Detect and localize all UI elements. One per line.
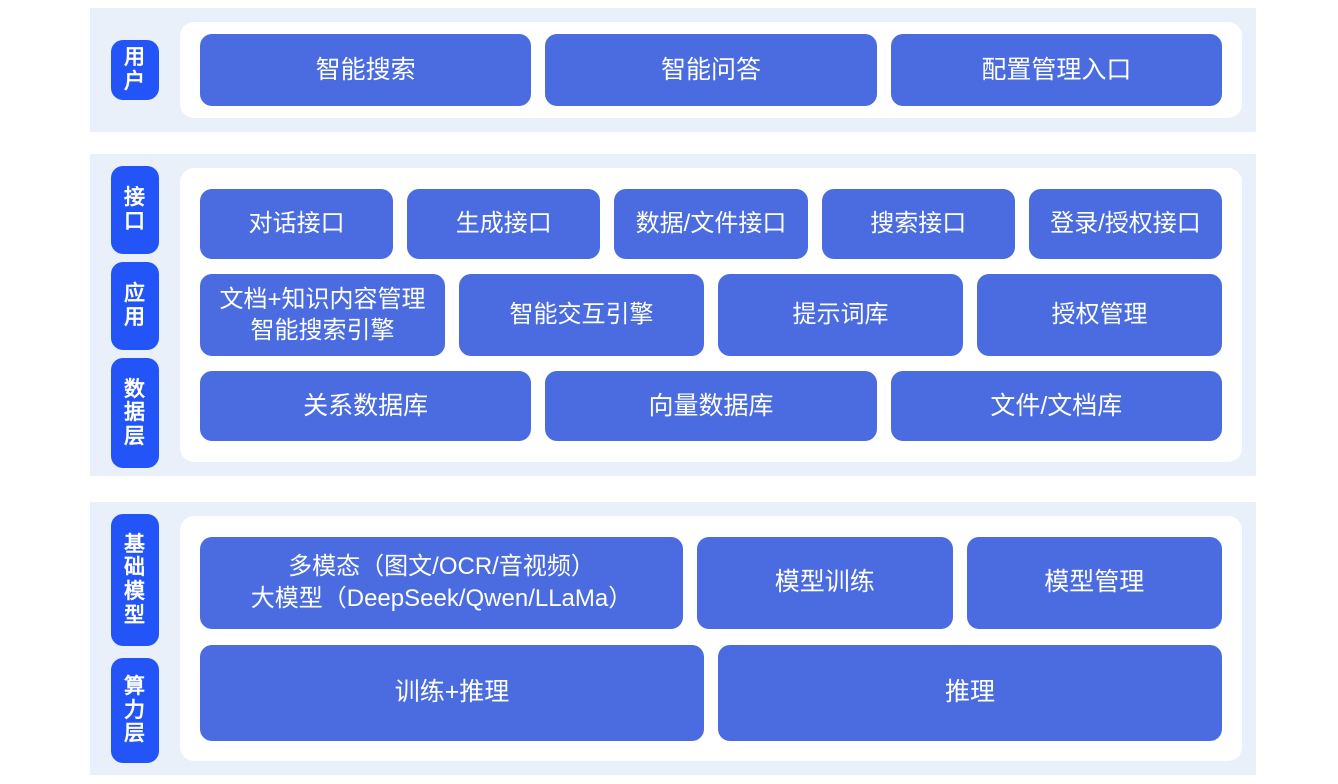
section-platform-tab-gutter: 接口 应用 数据层 [90, 154, 180, 476]
block-file-document-store[interactable]: 文件/文档库 [890, 371, 1222, 441]
block-login-auth-api[interactable]: 登录/授权接口 [1028, 189, 1223, 259]
layer-tab-foundation-model[interactable]: 基础模型 [111, 514, 159, 646]
row-user-entries: 智能搜索 智能问答 配置管理入口 [200, 34, 1222, 106]
section-platform-card: 对话接口 生成接口 数据/文件接口 搜索接口 登录/授权接口 文档+知识内容管理… [180, 168, 1242, 462]
layer-tab-interface[interactable]: 接口 [111, 166, 159, 254]
block-dialog-api[interactable]: 对话接口 [200, 189, 394, 259]
block-model-training[interactable]: 模型训练 [697, 536, 953, 629]
section-platform: 接口 应用 数据层 对话接口 生成接口 数据/文件接口 搜索接口 登录/授权接口… [90, 154, 1256, 476]
layer-tab-foundation-model-label: 基础模型 [124, 532, 146, 627]
block-authorization-management[interactable]: 授权管理 [977, 274, 1222, 356]
layer-tab-application-label: 应用 [124, 282, 146, 329]
layer-tab-user-label: 用户 [124, 46, 146, 93]
layer-tab-data-label: 数据层 [124, 377, 146, 448]
layer-tab-interface-label: 接口 [124, 186, 146, 233]
block-model-management[interactable]: 模型管理 [966, 536, 1222, 629]
layer-tab-compute-label: 算力层 [124, 675, 146, 746]
section-foundation: 基础模型 算力层 多模态（图文/OCR/音视频） 大模型（DeepSeek/Qw… [90, 502, 1256, 775]
block-search-api[interactable]: 搜索接口 [821, 189, 1015, 259]
block-vector-database[interactable]: 向量数据库 [545, 371, 877, 441]
row-application-layer: 文档+知识内容管理 智能搜索引擎 智能交互引擎 提示词库 授权管理 [200, 274, 1222, 356]
block-multimodal-large-model[interactable]: 多模态（图文/OCR/音视频） 大模型（DeepSeek/Qwen/LLaMa） [200, 536, 683, 629]
row-compute-layer: 训练+推理 推理 [200, 644, 1222, 741]
block-smart-interaction-engine[interactable]: 智能交互引擎 [459, 274, 704, 356]
block-data-file-api[interactable]: 数据/文件接口 [614, 189, 808, 259]
row-data-layer: 关系数据库 向量数据库 文件/文档库 [200, 371, 1222, 441]
block-smart-qa[interactable]: 智能问答 [545, 34, 877, 106]
layer-tab-data[interactable]: 数据层 [111, 358, 159, 468]
block-inference[interactable]: 推理 [718, 644, 1222, 741]
block-relational-database[interactable]: 关系数据库 [200, 371, 532, 441]
block-prompt-library[interactable]: 提示词库 [718, 274, 963, 356]
block-doc-knowledge-management[interactable]: 文档+知识内容管理 智能搜索引擎 [200, 274, 445, 356]
layer-tab-application[interactable]: 应用 [111, 262, 159, 350]
block-training-and-inference[interactable]: 训练+推理 [200, 644, 704, 741]
section-user-card: 智能搜索 智能问答 配置管理入口 [180, 22, 1242, 118]
block-config-management-entry[interactable]: 配置管理入口 [890, 34, 1222, 106]
section-user: 用户 智能搜索 智能问答 配置管理入口 [90, 8, 1256, 132]
layer-tab-user[interactable]: 用户 [111, 40, 159, 100]
section-foundation-tab-gutter: 基础模型 算力层 [90, 502, 180, 775]
section-user-tab-gutter: 用户 [90, 8, 180, 132]
row-foundation-model: 多模态（图文/OCR/音视频） 大模型（DeepSeek/Qwen/LLaMa）… [200, 536, 1222, 629]
row-interface-layer: 对话接口 生成接口 数据/文件接口 搜索接口 登录/授权接口 [200, 189, 1223, 259]
block-generation-api[interactable]: 生成接口 [407, 189, 601, 259]
section-foundation-card: 多模态（图文/OCR/音视频） 大模型（DeepSeek/Qwen/LLaMa）… [180, 516, 1242, 761]
layer-tab-compute[interactable]: 算力层 [111, 658, 159, 763]
block-smart-search[interactable]: 智能搜索 [200, 34, 532, 106]
